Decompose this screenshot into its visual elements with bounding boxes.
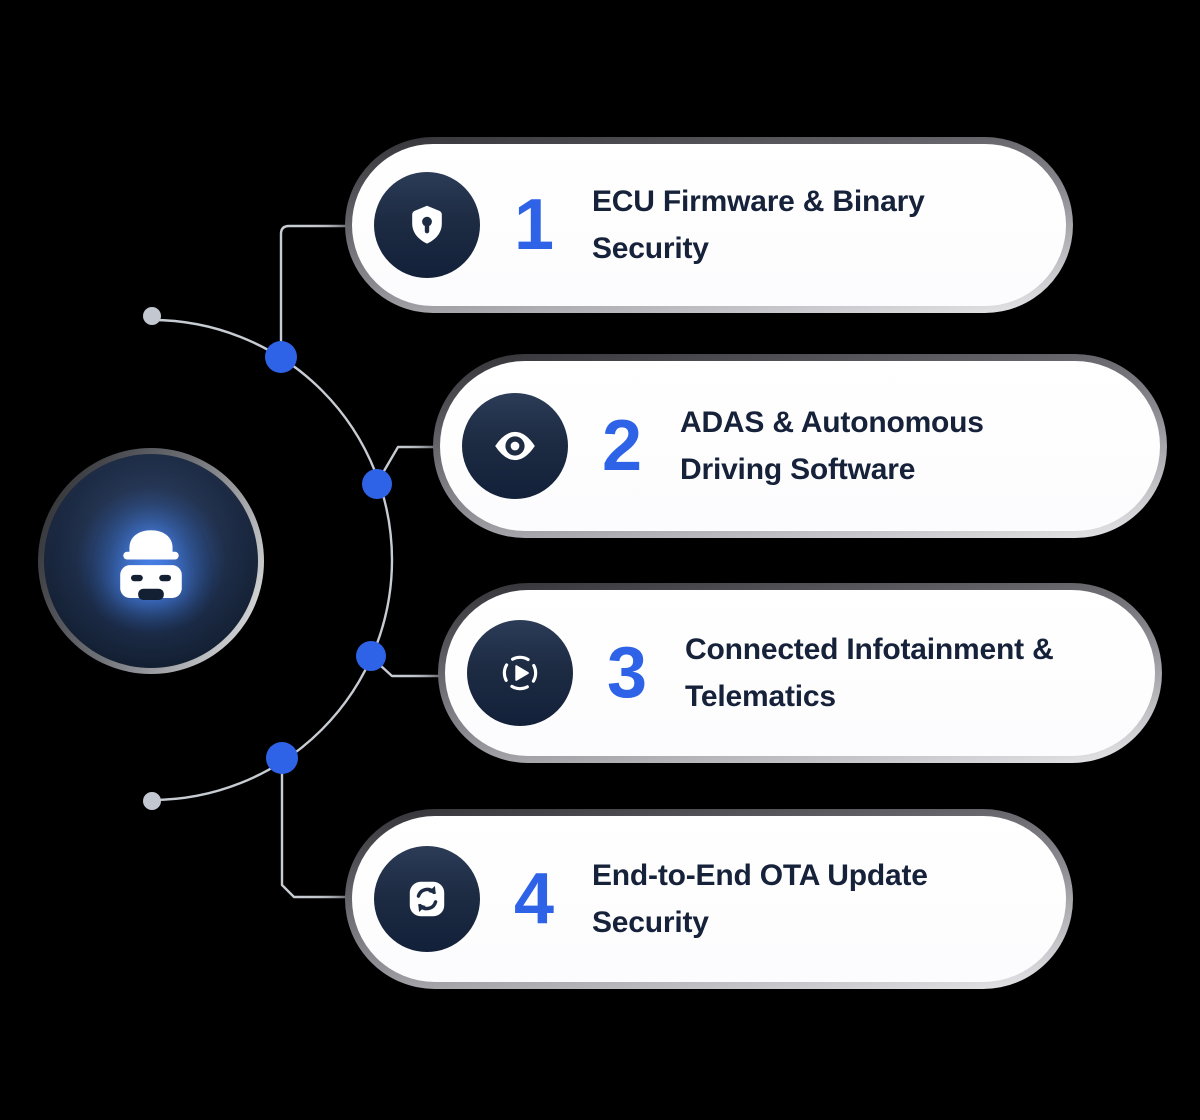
play-circle-icon: [502, 655, 538, 691]
step-card-1: 1 ECU Firmware & Binary Security: [345, 137, 1073, 313]
step-4-title: End-to-End OTA Update Security: [592, 852, 928, 946]
step-card-3-pill: 3 Connected Infotainment & Telematics: [445, 590, 1155, 756]
hub-blue-glow: [76, 486, 226, 636]
step-1-icon-circle: [374, 172, 480, 278]
shield-lock-icon: [412, 205, 442, 244]
step-3-icon-circle: [467, 620, 573, 726]
step-card-4-pill: 4 End-to-End OTA Update Security: [352, 816, 1066, 982]
connector-step-1: [279, 224, 350, 359]
node-dot-2: [362, 469, 392, 499]
arc-endpoint-dot-top: [143, 307, 161, 325]
car-icon: [120, 530, 182, 600]
step-4-icon-circle: [374, 846, 480, 952]
node-dot-1: [265, 341, 297, 373]
arc-endpoint-dot-bottom: [143, 792, 161, 810]
node-dot-3: [356, 641, 386, 671]
step-4-title-line1: End-to-End OTA Update: [592, 859, 928, 892]
step-4-number: 4: [513, 859, 555, 939]
step-1-title: ECU Firmware & Binary Security: [592, 178, 925, 272]
hub-circle-inner: [44, 454, 258, 668]
step-2-title-line2: Driving Software: [680, 453, 916, 486]
step-3-title-line1: Connected Infotainment &: [685, 633, 1054, 666]
step-card-4: 4 End-to-End OTA Update Security: [345, 809, 1073, 989]
step-3-number: 3: [606, 633, 648, 713]
step-card-2: 2 ADAS & Autonomous Driving Software: [433, 354, 1167, 538]
step-2-number: 2: [601, 406, 643, 486]
step-1-number: 1: [513, 185, 555, 265]
step-card-3: 3 Connected Infotainment & Telematics: [438, 583, 1162, 763]
node-dot-4: [266, 742, 298, 774]
step-card-1-pill: 1 ECU Firmware & Binary Security: [352, 144, 1066, 306]
sync-icon: [409, 881, 445, 917]
step-4-title-line2: Security: [592, 906, 709, 939]
hub-arc: [150, 318, 394, 802]
step-2-icon-circle: [462, 393, 568, 499]
step-1-title-line2: Security: [592, 232, 709, 265]
step-2-title: ADAS & Autonomous Driving Software: [680, 399, 984, 493]
connector-step-4: [280, 757, 354, 899]
hub-circle: [38, 448, 264, 674]
step-1-title-line1: ECU Firmware & Binary: [592, 185, 925, 218]
step-3-title: Connected Infotainment & Telematics: [685, 626, 1054, 720]
step-3-title-line2: Telematics: [685, 680, 836, 713]
step-2-title-line1: ADAS & Autonomous: [680, 406, 984, 439]
eye-icon: [495, 431, 535, 461]
step-card-2-pill: 2 ADAS & Autonomous Driving Software: [440, 361, 1160, 531]
